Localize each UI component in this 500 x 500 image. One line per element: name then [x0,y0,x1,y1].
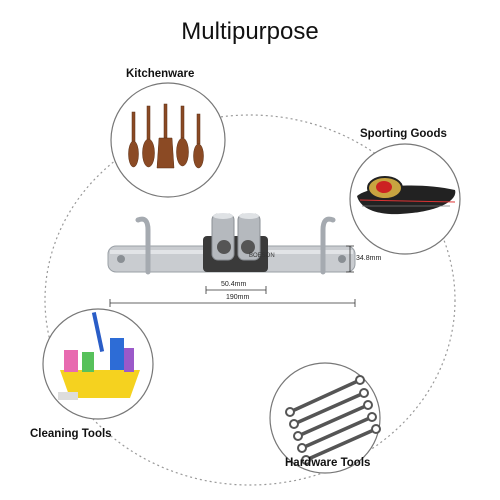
wrenches-icon [288,378,378,462]
label-kitchenware: Kitchenware [126,68,195,80]
cleaning-tools-circle [42,308,154,420]
kitchenware-circle [110,82,226,198]
dimension-height: 34.8mm [356,255,382,262]
dimension-lines [109,245,356,307]
wooden-spoons-icon [128,103,204,169]
brand-text: BOESON [249,253,275,259]
dimension-total-length: 190mm [226,294,250,301]
page-title: Multipurpose [181,18,319,45]
rack-holder-icon [107,213,356,275]
badminton-racket-icon [357,176,456,215]
dimension-clamp-width: 50.4mm [221,281,247,288]
wrench-heads-icon [285,375,381,465]
label-cleaning-tools: Cleaning Tools [30,428,112,440]
label-hardware-tools: Hardware Tools [285,457,371,469]
cleaning-supplies-icon [58,312,140,400]
hardware-tools-circle [269,362,381,474]
dotted-ring [44,114,456,486]
label-sporting-goods: Sporting Goods [360,128,447,140]
sporting-goods-circle [349,143,461,255]
